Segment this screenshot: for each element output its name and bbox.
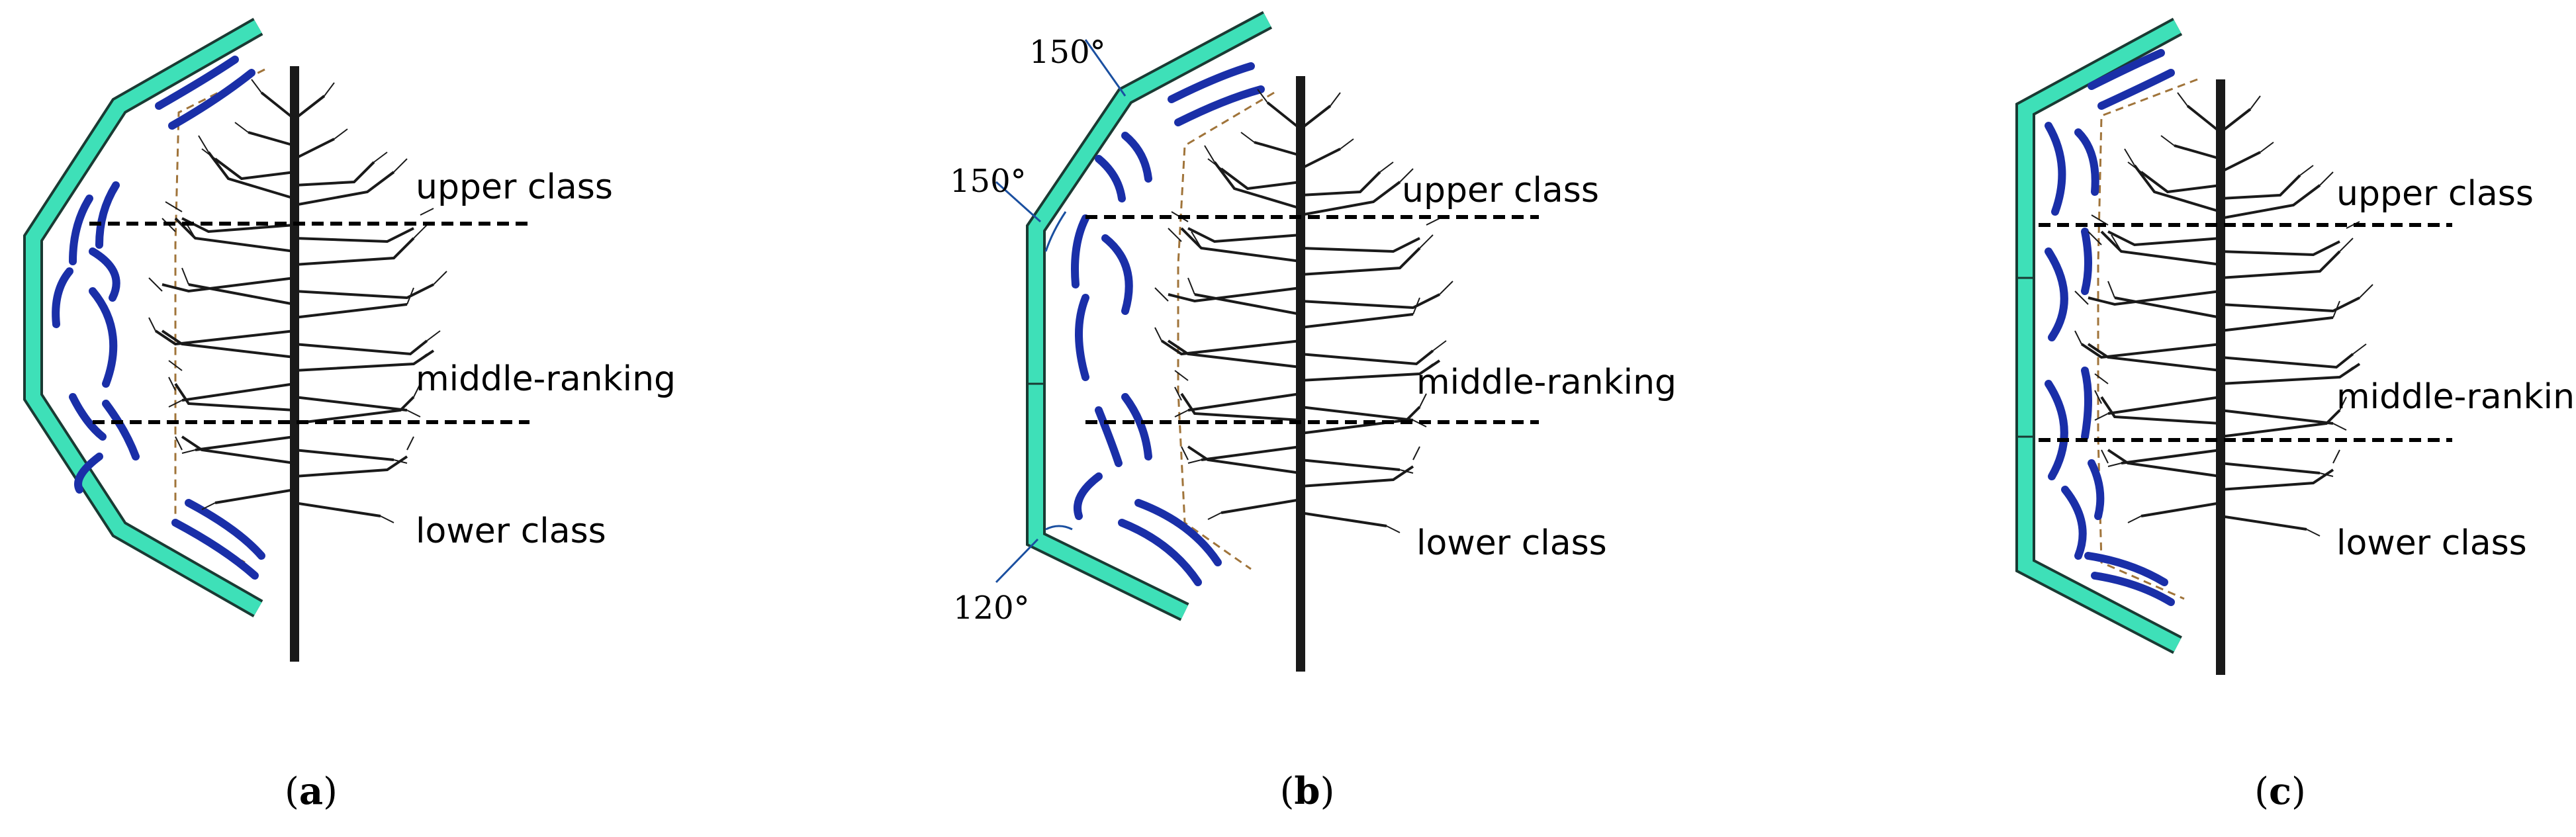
caption-a: (a): [285, 770, 338, 813]
angle-label-top: 150°: [1029, 34, 1106, 71]
nozzle-arc-icon: [52, 56, 265, 580]
nozzle-arc-icon: [2045, 49, 2175, 606]
panel-b: 150° 150° 120° upper class middle-rankin…: [950, 11, 1677, 813]
panel-a: upper class middle-ranking lower class (…: [23, 17, 676, 813]
caption-b: (b): [1280, 770, 1335, 813]
crown-outline: [174, 68, 265, 564]
label-upper-class: upper class: [416, 167, 613, 207]
crown-outline: [2097, 78, 2198, 600]
label-lower-class: lower class: [1416, 523, 1607, 563]
tree-icon: [2075, 79, 2373, 675]
label-upper-class: upper class: [1402, 171, 1599, 210]
angle-markers: [995, 39, 1127, 584]
sprayer-frame-icon: [1026, 11, 1273, 621]
label-middle-ranking: middle-ranking: [416, 359, 676, 399]
label-middle-ranking: middle-ranking: [1416, 363, 1677, 402]
nozzle-arc-icon: [1071, 62, 1265, 586]
label-middle-ranking: middle-ranking: [2336, 377, 2576, 417]
label-lower-class: lower class: [2336, 523, 2527, 563]
caption-c: (c): [2254, 770, 2306, 813]
angle-label-mid: 150°: [950, 163, 1027, 200]
label-lower-class: lower class: [416, 511, 606, 551]
panel-c: upper class middle-ranking lower class (…: [2015, 17, 2576, 813]
label-upper-class: upper class: [2336, 174, 2534, 214]
crown-outline: [1177, 91, 1275, 570]
angle-label-bottom: 120°: [953, 590, 1030, 627]
